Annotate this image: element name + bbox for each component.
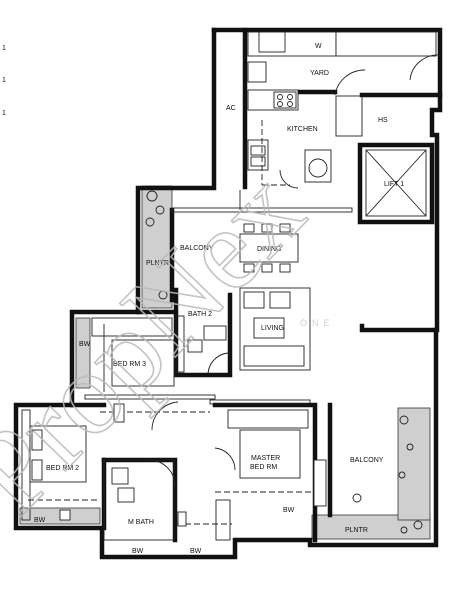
label-master-2: BED RM [250,464,277,471]
label-bw-master: BW [283,507,295,514]
label-dining: DINING [257,246,282,253]
bed2-furniture [28,425,100,521]
room-labels: W YARD AC KITCHEN HS LIFT 1 BALCONY PLNT… [34,43,404,555]
edge-mark-1: 1 [2,45,6,52]
label-bw-mbath: BW [132,548,144,555]
master-furniture [214,409,327,507]
label-bw-bed2: BW [34,517,46,524]
bath2-fittings [187,325,231,376]
bed3-furniture [91,317,210,431]
label-kitchen: KITCHEN [287,126,318,133]
label-lift: LIFT 1 [384,181,404,188]
label-bed3: BED RM 3 [113,361,146,368]
dining-set [239,223,299,273]
label-mbath: M BATH [128,519,154,526]
label-yard: YARD [310,70,329,77]
interior-lines [21,95,363,541]
kitchen-fittings [247,31,441,189]
label-bed2: BED RM 2 [46,465,79,472]
planter-left [141,185,173,309]
label-bw-bed3: BW [79,341,91,348]
mbath-fittings [111,459,232,541]
label-bath2: BATH 2 [188,311,212,318]
living-set [239,287,311,371]
watermark-tagline: ONE [300,318,335,328]
label-balcony-top: BALCONY [180,245,214,252]
planter-bed3-left [75,317,91,389]
edge-mark-2: 1 [2,77,6,84]
planters [19,185,431,540]
label-bw-mbath2: BW [190,548,202,555]
label-living: LIVING [261,325,284,332]
label-plntr-bottom: PLNTR [345,527,368,534]
label-w: W [315,43,322,50]
label-balcony-right: BALCONY [350,457,384,464]
label-plntr-left: PLNTR [146,260,169,267]
edge-mark-3: 1 [2,110,6,117]
planter-right [397,407,431,521]
label-hs: HS [378,117,388,124]
lift-shaft [365,149,427,217]
label-master-1: MASTER [251,455,280,462]
label-ac: AC [226,105,236,112]
